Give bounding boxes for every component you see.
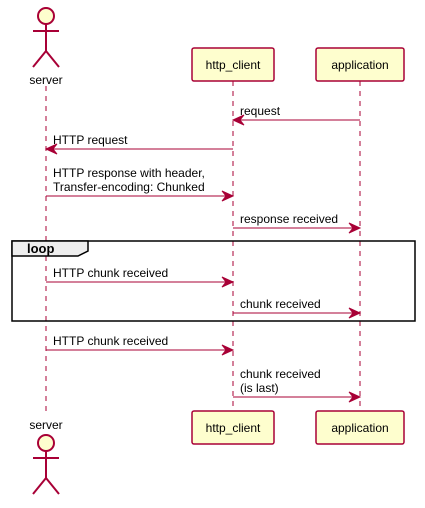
message-label-4: response received: [240, 212, 338, 226]
arrowhead-icon: [348, 222, 362, 234]
actor-left-leg: [32, 50, 47, 68]
message-label-8: (is last): [240, 381, 279, 395]
message-label-5: HTTP chunk received: [53, 266, 168, 280]
message-label-2: HTTP request: [53, 133, 128, 147]
actor-left-leg: [32, 477, 47, 495]
arrowhead-icon: [221, 190, 235, 202]
arrowhead-icon: [348, 307, 362, 319]
participant-label-server-top: server: [29, 73, 62, 87]
loop-frame: [11, 240, 416, 322]
actor-stick-figure-icon: [32, 434, 60, 495]
arrowhead-icon: [348, 391, 362, 403]
arrowhead-icon: [221, 276, 235, 288]
participant-label-application-bottom: application: [331, 421, 388, 435]
participant-box-application-top: [315, 47, 405, 82]
message-label-3: Transfer-encoding: Chunked: [53, 180, 205, 194]
message-label-3: HTTP response with header,: [53, 166, 205, 180]
actor-stick-figure-icon: [32, 7, 60, 68]
participant-box-application-bottom: [315, 410, 405, 445]
participant-label-http-client-top: http_client: [206, 58, 261, 72]
actor-head: [37, 434, 55, 452]
message-label-7: HTTP chunk received: [53, 334, 168, 348]
actor-right-leg: [45, 477, 60, 495]
participant-box-http-client-top: [191, 47, 275, 82]
actor-right-leg: [45, 50, 60, 68]
participant-label-http-client-bottom: http_client: [206, 421, 261, 435]
message-label-1: request: [240, 104, 281, 118]
loop-label: loop: [27, 241, 54, 256]
participant-box-http-client-bottom: [191, 410, 275, 445]
message-label-8: chunk received: [240, 367, 321, 381]
actor-head: [37, 7, 55, 25]
loop-tab: [11, 240, 89, 257]
participant-label-application-top: application: [331, 58, 388, 72]
arrowhead-icon: [44, 143, 58, 155]
arrowhead-icon: [231, 114, 245, 126]
participant-label-server-bottom: server: [29, 418, 62, 432]
arrowhead-icon: [221, 344, 235, 356]
message-label-6: chunk received: [240, 297, 321, 311]
